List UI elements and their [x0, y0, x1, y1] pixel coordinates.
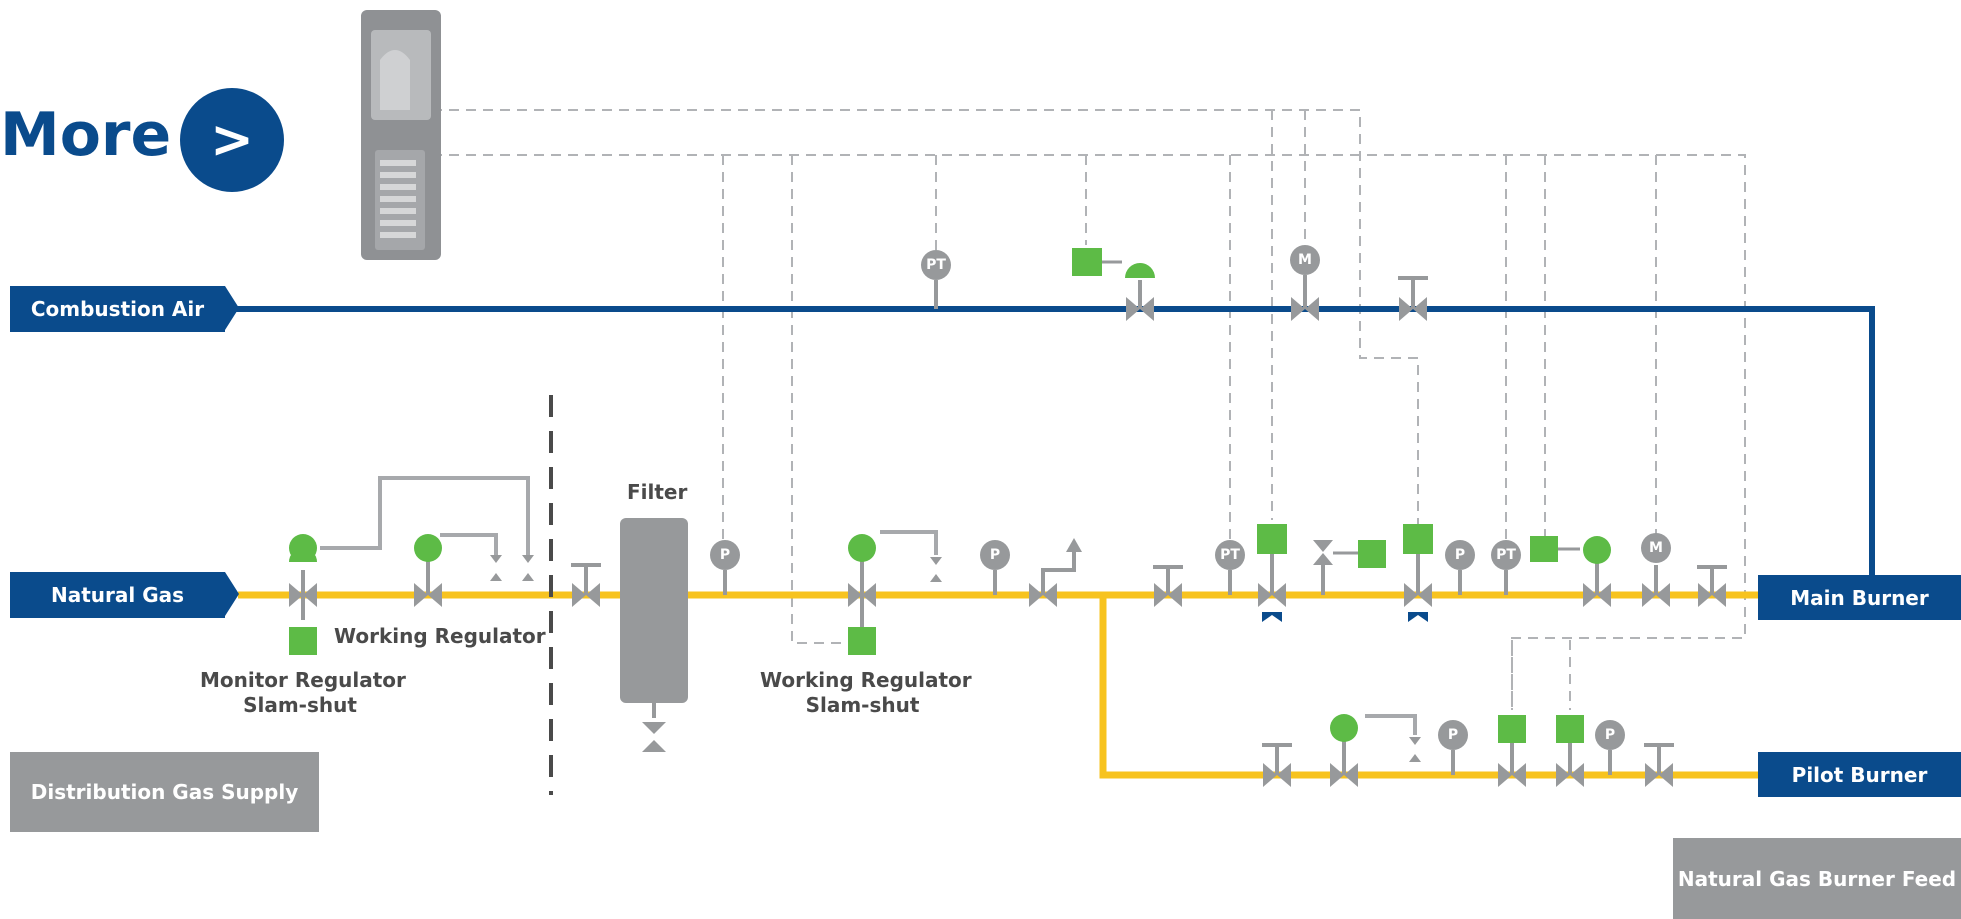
monitor-regulator-label: Monitor Regulator Slam-shut [200, 668, 406, 718]
monitor-regulator-line2: Slam-shut [243, 693, 357, 717]
working-regulator-2-line1: Working Regulator [760, 668, 972, 692]
isolation-valve-1 [571, 563, 601, 607]
vent-valve [1313, 540, 1386, 595]
pt-indicator-gas-1: PT [1215, 540, 1245, 570]
pilot-burner-tag: Pilot Burner [1758, 752, 1961, 797]
p-indicator-pilot-1: P [1438, 720, 1468, 750]
monitor-regulator [289, 534, 317, 655]
sense-points-1 [490, 555, 534, 581]
air-valve-2 [1291, 275, 1319, 321]
working-regulator-label-2: Working Regulator Slam-shut [760, 668, 972, 718]
filter-body [620, 518, 688, 703]
m-indicator-air: M [1290, 245, 1320, 275]
pilot-regulator [1330, 714, 1421, 787]
more-button[interactable]: > [180, 88, 284, 192]
p-indicator-filter: P [710, 540, 740, 570]
pt-indicator-gas-2: PT [1491, 540, 1521, 570]
controller-device-image [361, 10, 441, 260]
isolation-valve-2 [1153, 565, 1183, 607]
pilot-shutoff-1 [1498, 715, 1526, 787]
burner-feed-label: Natural Gas Burner Feed [1677, 866, 1957, 891]
burner-feed-box: Natural Gas Burner Feed [1673, 838, 1961, 919]
signal-lines [432, 109, 1746, 710]
monitor-regulator-line1: Monitor Regulator [200, 668, 406, 692]
natural-gas-tag: Natural Gas [10, 572, 225, 618]
m-indicator-gas: M [1641, 533, 1671, 563]
p-indicator-pilot-2: P [1595, 720, 1625, 750]
natural-gas-arrow [225, 572, 239, 616]
instrument-stems [723, 570, 1612, 775]
filter-drain [642, 703, 666, 752]
p-indicator-2: P [980, 540, 1010, 570]
motor-valve [1642, 565, 1670, 607]
working-regulator-1 [414, 534, 442, 607]
pilot-isolation-valve-2 [1644, 743, 1674, 787]
filter-label: Filter [627, 480, 688, 504]
combustion-air-label: Combustion Air [30, 297, 205, 321]
distribution-gas-supply-box: Distribution Gas Supply [10, 752, 319, 832]
main-burner-tag: Main Burner [1758, 575, 1961, 620]
working-regulator-label-1: Working Regulator [334, 624, 546, 648]
combustion-air-arrow [225, 286, 239, 330]
sensing-lines [320, 476, 1417, 735]
distribution-gas-supply-label: Distribution Gas Supply [30, 780, 299, 804]
natural-gas-label: Natural Gas [50, 583, 185, 607]
working-regulator-2-line2: Slam-shut [805, 693, 920, 717]
main-burner-label: Main Burner [1790, 585, 1929, 610]
natural-gas-lines [238, 591, 1758, 779]
shutoff-valve-2 [1403, 524, 1433, 622]
pilot-isolation-valve-1 [1262, 743, 1292, 787]
control-valve-main [1530, 536, 1611, 607]
pilot-shutoff-2 [1556, 715, 1584, 787]
more-label: More [0, 100, 172, 170]
pilot-burner-label: Pilot Burner [1791, 762, 1928, 787]
combustion-air-tag: Combustion Air [10, 286, 225, 332]
air-valve-3 [1398, 276, 1428, 321]
working-regulator-2 [848, 534, 942, 655]
pt-indicator-air: PT [921, 250, 951, 280]
relief-valve [1029, 538, 1082, 607]
air-valve-1 [1072, 248, 1155, 321]
p-indicator-3: P [1445, 540, 1475, 570]
isolation-valve-3 [1697, 565, 1727, 607]
shutoff-valve-1 [1257, 524, 1287, 622]
combustion-air-line [236, 306, 1875, 595]
